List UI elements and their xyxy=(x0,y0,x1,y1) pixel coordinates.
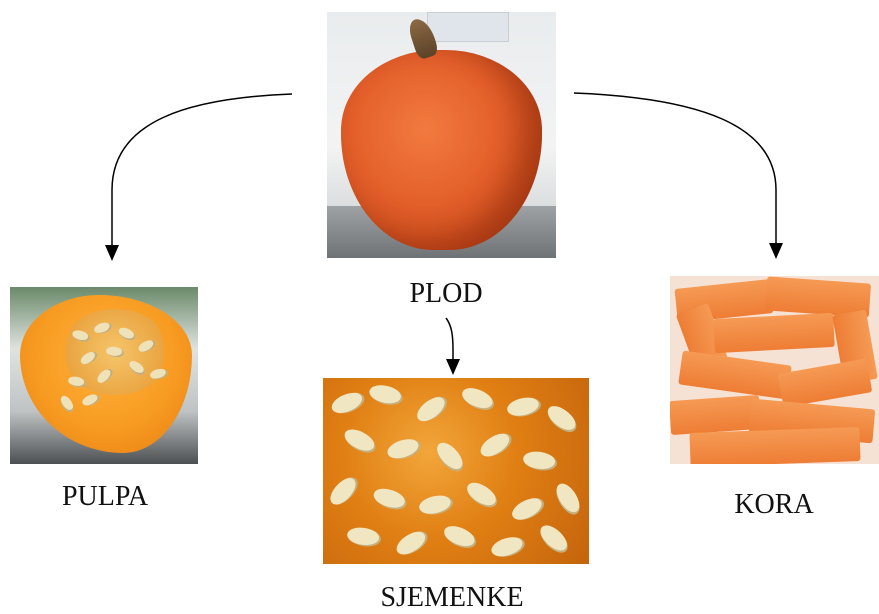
peel-strip xyxy=(689,427,861,464)
label-plod: PLOD xyxy=(409,278,483,309)
arrow-to-kora xyxy=(573,92,777,244)
seed xyxy=(476,428,516,462)
peel-strip xyxy=(713,312,835,354)
seed xyxy=(505,395,543,419)
peel-strip xyxy=(670,394,762,436)
seed xyxy=(392,526,432,560)
seed xyxy=(432,438,468,476)
seed xyxy=(458,383,498,415)
pumpkin-peel-photo xyxy=(670,276,879,464)
pumpkin-seeds-photo xyxy=(323,378,589,564)
seed xyxy=(543,401,581,437)
pumpkin-body xyxy=(341,50,542,250)
seed xyxy=(328,388,368,418)
seed xyxy=(489,533,527,561)
seed xyxy=(370,484,410,514)
seed xyxy=(535,520,573,558)
seed xyxy=(440,521,480,553)
seed xyxy=(508,493,548,525)
arrow-to-pulpa xyxy=(111,93,293,256)
label-kora: KORA xyxy=(734,489,814,520)
peel-strip xyxy=(678,350,792,400)
seed xyxy=(325,472,363,510)
cut-pumpkin-half-photo xyxy=(10,287,198,464)
packaging-box xyxy=(427,12,509,42)
arrowhead-pulpa xyxy=(105,245,119,261)
seed xyxy=(551,479,585,519)
arrowhead-sjemenke xyxy=(446,359,460,375)
label-sjemenke: SJEMENKE xyxy=(380,582,524,613)
seed xyxy=(345,525,383,549)
seed xyxy=(521,449,559,473)
seed xyxy=(412,391,452,427)
seed xyxy=(385,435,423,463)
seed xyxy=(462,477,502,513)
seed xyxy=(340,424,380,458)
seed xyxy=(417,493,455,517)
label-pulpa: PULPA xyxy=(61,481,149,512)
arrowhead-kora xyxy=(769,243,783,259)
arrow-to-sjemenke xyxy=(445,317,454,362)
whole-pumpkin-photo xyxy=(327,12,556,258)
seed xyxy=(367,381,405,409)
peel-strip xyxy=(777,358,873,408)
